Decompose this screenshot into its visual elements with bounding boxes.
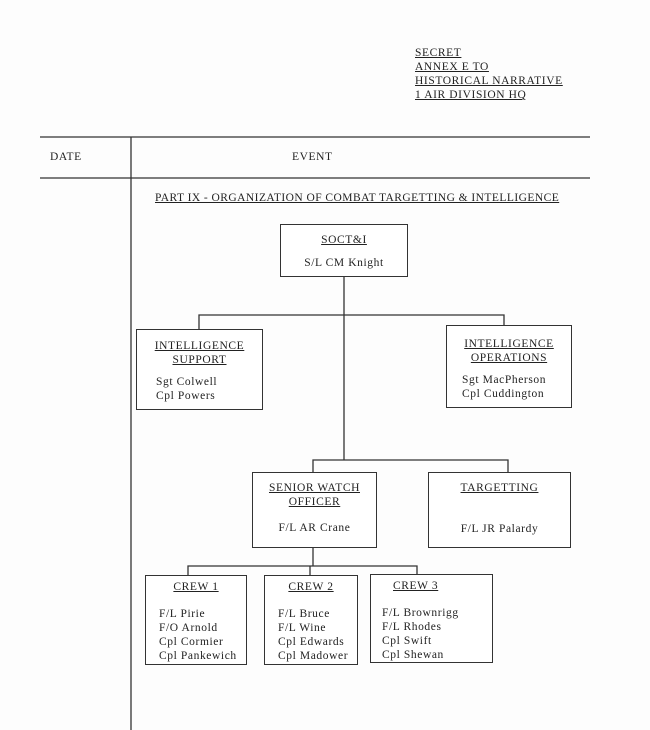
- box-title: SOCT&I: [321, 234, 367, 246]
- box-title: OPERATIONS: [470, 352, 548, 364]
- connector: [312, 459, 509, 472]
- person: Sgt MacPherson: [462, 374, 547, 386]
- person: F/L JR Palardy: [460, 523, 539, 535]
- person: Cpl Cormier: [159, 636, 224, 648]
- person: F/O Arnold: [159, 622, 218, 634]
- org-box-crew-1: CREW 1 F/L Pirie F/O Arnold Cpl Cormier …: [145, 575, 247, 665]
- org-box-crew-3: CREW 3 F/L Brownrigg F/L Rhodes Cpl Swif…: [370, 574, 493, 663]
- person: Cpl Powers: [156, 390, 216, 402]
- box-title: TARGETTING: [460, 482, 539, 494]
- box-title: CREW 1: [173, 581, 219, 593]
- person: F/L Rhodes: [382, 621, 442, 633]
- connector: [198, 314, 505, 329]
- header-line: SECRET: [415, 47, 462, 59]
- box-title: INTELLIGENCE: [464, 338, 554, 350]
- person: Cpl Madower: [278, 650, 349, 662]
- connector: [187, 565, 418, 575]
- org-box-targetting: TARGETTING F/L JR Palardy: [428, 472, 571, 548]
- org-box-crew-2: CREW 2 F/L Bruce F/L Wine Cpl Edwards Cp…: [264, 575, 358, 665]
- person: Cpl Swift: [382, 635, 432, 647]
- person: S/L CM Knight: [304, 257, 384, 269]
- box-title: SUPPORT: [172, 354, 227, 366]
- box-title: CREW 2: [288, 581, 334, 593]
- section-title: PART IX - ORGANIZATION OF COMBAT TARGETT…: [155, 192, 560, 204]
- box-title: SENIOR WATCH: [268, 482, 360, 494]
- org-box-soct-i: SOCT&I S/L CM Knight: [280, 224, 408, 277]
- box-title: INTELLIGENCE: [154, 340, 245, 352]
- person: Sgt Colwell: [156, 376, 218, 388]
- person: F/L AR Crane: [278, 522, 351, 534]
- event-column-header: EVENT: [292, 151, 333, 163]
- person: Cpl Shewan: [382, 649, 444, 661]
- person: F/L Wine: [278, 622, 327, 634]
- person: Cpl Edwards: [278, 636, 345, 648]
- person: Cpl Pankewich: [159, 650, 237, 662]
- box-title: OFFICER: [288, 496, 341, 508]
- date-column-header: DATE: [50, 151, 82, 163]
- header-line: 1 AIR DIVISION HQ: [415, 89, 527, 101]
- header-line: ANNEX E TO: [415, 61, 489, 73]
- person: F/L Bruce: [278, 608, 330, 620]
- header-line: HISTORICAL NARRATIVE: [415, 75, 563, 87]
- org-box-intelligence-support: INTELLIGENCE SUPPORT Sgt Colwell Cpl Pow…: [136, 329, 263, 410]
- person: Cpl Cuddington: [462, 388, 545, 400]
- person: F/L Brownrigg: [382, 607, 459, 619]
- org-box-senior-watch-officer: SENIOR WATCH OFFICER F/L AR Crane: [252, 472, 377, 548]
- classification-header: SECRET ANNEX E TO HISTORICAL NARRATIVE 1…: [415, 46, 563, 102]
- box-title: CREW 3: [393, 580, 439, 592]
- person: F/L Pirie: [159, 608, 206, 620]
- org-box-intelligence-operations: INTELLIGENCE OPERATIONS Sgt MacPherson C…: [446, 325, 572, 408]
